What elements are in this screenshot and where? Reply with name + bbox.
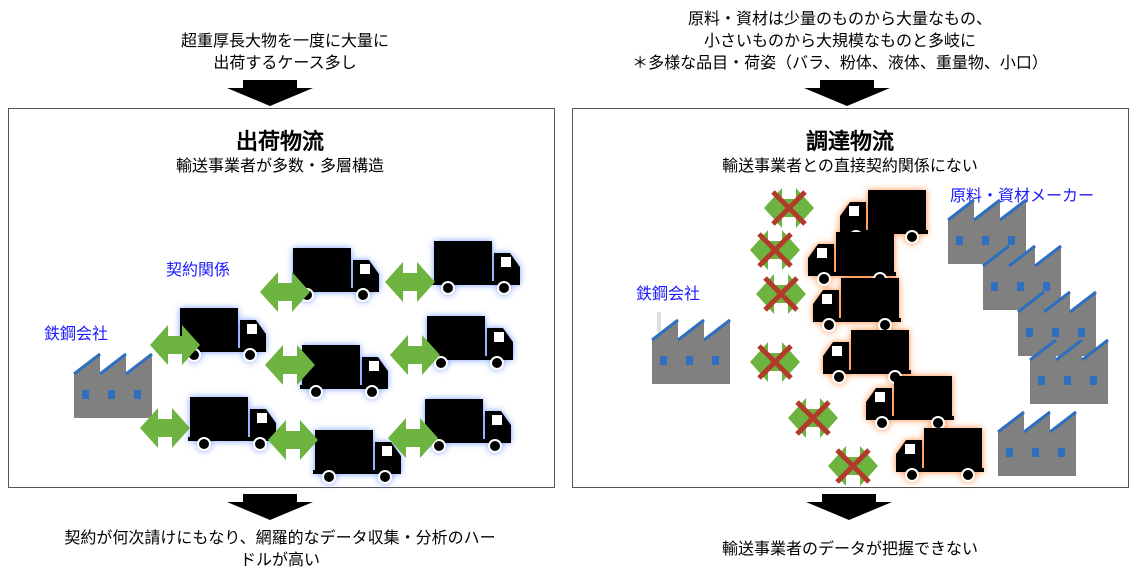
right-bottom-note: 輸送事業者のデータが把握できない: [721, 539, 978, 558]
left-truck-icon: [431, 240, 521, 295]
right-steel-company-label: 鉄鋼会社: [636, 284, 701, 303]
right-top-note-line2: 小さいものから大規模なものと多岐に: [703, 31, 976, 50]
left-bottom-down-arrow: [227, 494, 313, 520]
maker-factory-icon: [981, 244, 1063, 312]
contract-double-arrow-icon: [385, 262, 435, 302]
right-bottom-down-arrow: [806, 494, 892, 520]
left-bottom-note: 契約が何次請けにもなり、網羅的なデータ収集・分析のハー ドルが高い: [10, 527, 550, 571]
left-truck-icon: [424, 315, 514, 370]
maker-factory-icon: [946, 198, 1028, 266]
right-truck-icon: [895, 427, 985, 482]
right-top-note: 原料・資材は少量のものから大量なもの、 小さいものから大規模なものと多岐に ＊多…: [580, 8, 1100, 74]
left-top-note-line1: 超重厚長大物を一度に大量に: [180, 31, 389, 50]
right-truck-icon: [812, 277, 902, 332]
right-truck-icon: [807, 231, 897, 286]
left-steel-factory-icon: [72, 352, 154, 420]
left-steel-company-label: 鉄鋼会社: [44, 324, 109, 343]
right-truck-icon: [822, 329, 912, 384]
left-top-down-arrow: [227, 80, 313, 106]
right-steel-factory-group: [650, 312, 732, 386]
right-top-down-arrow: [804, 80, 890, 106]
material-maker-label: 原料・資材メーカー: [950, 186, 1095, 205]
right-top-note-line1: 原料・資材は少量のものから大量なもの、: [687, 9, 992, 28]
right-panel-subtitle: 輸送事業者との直接契約関係にない: [722, 156, 978, 175]
left-truck-icon: [312, 429, 402, 484]
left-top-note: 超重厚長大物を一度に大量に 出荷するケース多し: [130, 30, 440, 74]
left-top-note-line2: 出荷するケース多し: [213, 53, 357, 72]
maker-factory-icon: [996, 410, 1078, 478]
left-panel-subtitle: 輸送事業者が多数・多層構造: [175, 156, 384, 175]
contract-relation-label: 契約関係: [166, 260, 231, 279]
left-truck-icon: [187, 396, 277, 451]
left-panel-title: 出荷物流: [235, 130, 324, 155]
left-truck-icon: [422, 398, 512, 453]
left-bottom-note-line1: 契約が何次請けにもなり、網羅的なデータ収集・分析のハー: [64, 528, 496, 547]
maker-factory-icon: [1016, 290, 1098, 358]
maker-factory-icon: [1028, 338, 1110, 406]
right-panel-title: 調達物流: [805, 130, 894, 155]
left-bottom-note-line2: ドルが高い: [239, 550, 320, 569]
left-truck-icon: [299, 344, 389, 399]
right-top-note-line3: ＊多様な品目・荷姿（バラ、粉体、液体、重量物、小口）: [632, 53, 1048, 72]
right-steel-factory-icon: [650, 318, 732, 386]
right-truck-icon: [865, 375, 955, 430]
